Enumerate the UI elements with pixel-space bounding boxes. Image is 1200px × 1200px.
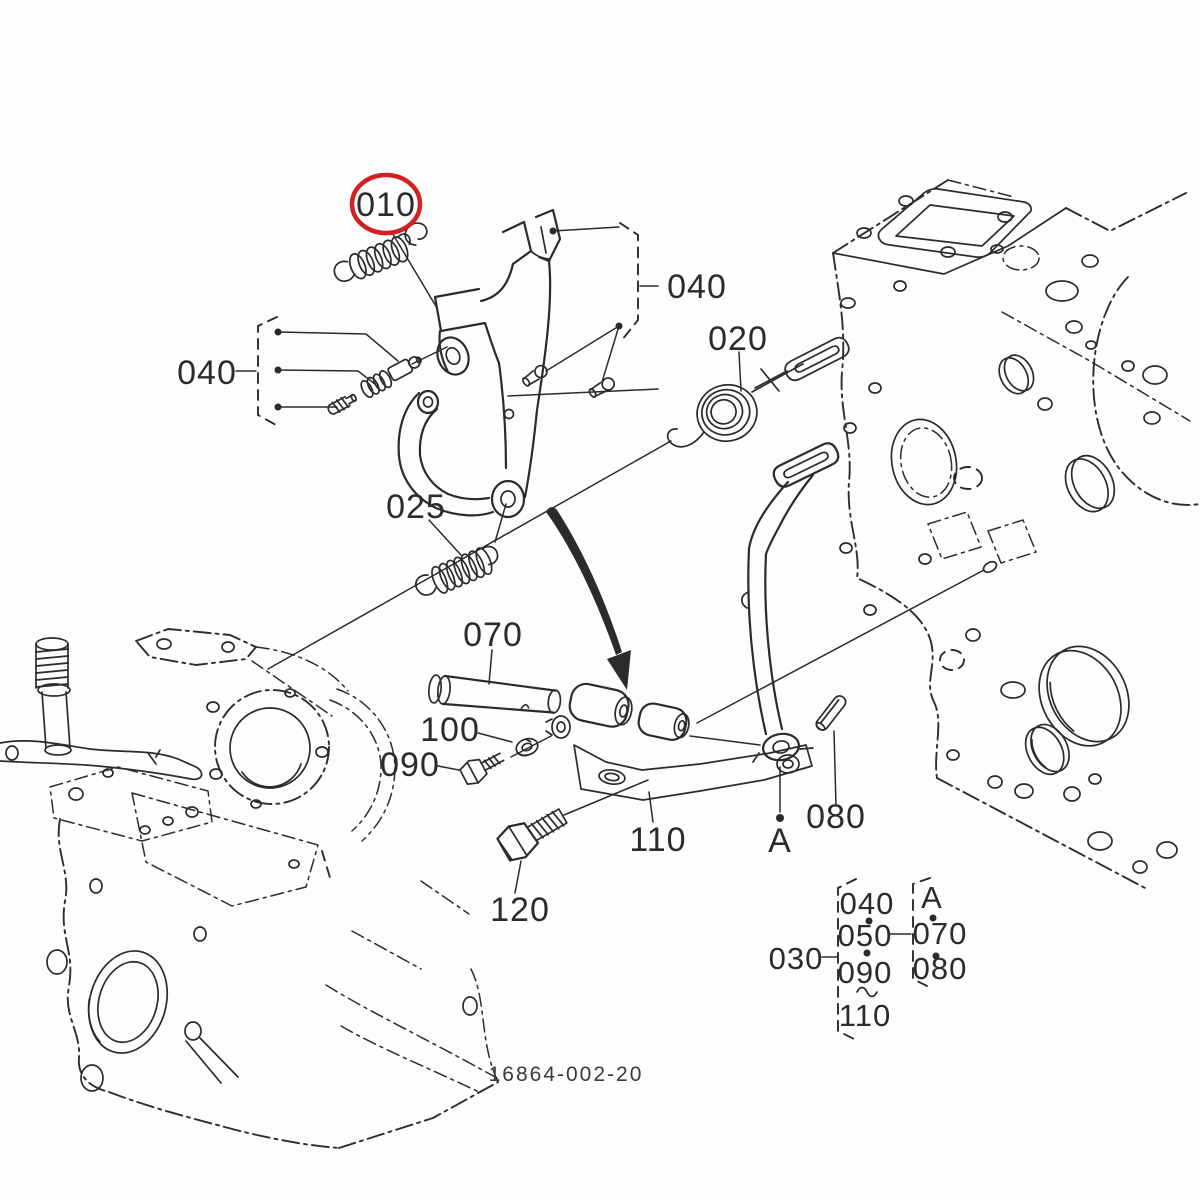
label-025: 025 (386, 488, 446, 526)
legend-tilde (856, 986, 878, 998)
label-090: 090 (380, 746, 440, 784)
legend: 030 040 050 090 110 A 070 080 (769, 877, 968, 1040)
label-020: 020 (708, 320, 768, 358)
spring-025-part (414, 503, 507, 596)
label-100: 100 (420, 711, 480, 749)
spring-hook-clip (404, 222, 428, 246)
ball-joint-pin (522, 364, 548, 387)
gear-case (0, 628, 499, 1149)
legend-item-090: 090 (838, 955, 893, 990)
label-010: 010 (356, 186, 416, 224)
label-070: 070 (463, 616, 523, 654)
label-ref-a: A (768, 822, 792, 860)
ref-a-marker (776, 766, 784, 822)
fork-lever-assembly (397, 208, 562, 519)
bolt-120-part (496, 779, 649, 894)
pin-070-part (428, 649, 562, 714)
ball-joint-pin (588, 377, 616, 398)
spring-020-part (666, 336, 850, 448)
stud-bolt (35, 637, 72, 756)
bushing-left (568, 682, 633, 728)
label-040-left: 040 (177, 354, 237, 392)
legend-item-a: A (921, 880, 943, 915)
bolt-090-part (437, 735, 552, 785)
joint-set-040-right (522, 222, 659, 398)
bushing-bracket-110-part (545, 682, 813, 823)
legend-item-070: 070 (913, 916, 968, 951)
legend-item-080: 080 (913, 951, 968, 986)
highlight-circle-010 (349, 172, 423, 236)
label-040-right: 040 (667, 268, 727, 306)
spring-010-part (333, 222, 438, 309)
legend-item-040: 040 (840, 886, 895, 921)
coupler-ball (387, 356, 422, 382)
motion-arrow (546, 507, 631, 690)
adjuster-set-040-left (235, 316, 448, 426)
engine-block (832, 179, 1200, 889)
leader-lines (267, 388, 998, 746)
label-110: 110 (629, 821, 686, 859)
part-labels: 010 040 040 020 025 070 100 090 110 120 … (177, 186, 866, 929)
legend-item-110: 110 (839, 998, 891, 1033)
drawing-number: 16864-002-20 (489, 1063, 644, 1086)
adjust-screw (327, 393, 357, 415)
pin-080-part (815, 695, 847, 807)
legend-root-030: 030 (769, 941, 824, 976)
adjust-spring (360, 370, 393, 399)
label-080: 080 (806, 798, 866, 836)
bushing-right (637, 702, 690, 741)
legend-item-050: 050 (838, 918, 893, 953)
washer-100-part (477, 732, 539, 757)
label-120: 120 (490, 891, 550, 929)
